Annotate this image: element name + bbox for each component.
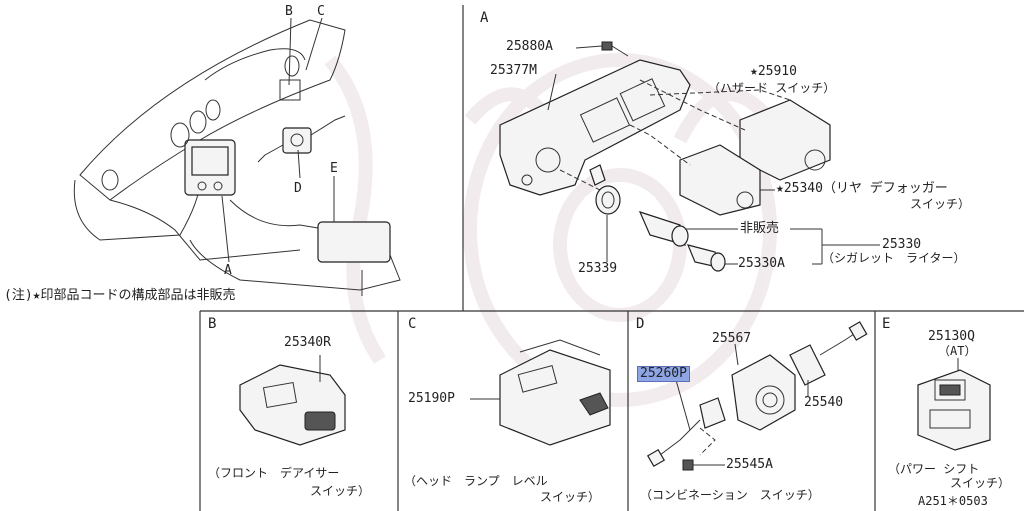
overview-label-a: A xyxy=(224,263,232,278)
panel-e-part xyxy=(917,358,991,451)
overview-label-e: E xyxy=(330,161,338,176)
part-25910-desc: （ハザード スイッチ） xyxy=(708,81,836,95)
part-25545a: 25545A xyxy=(726,457,773,472)
panel-d-letter: D xyxy=(636,316,645,332)
panel-b-letter: B xyxy=(208,316,217,332)
part-25340-desc: スイッチ） xyxy=(910,197,971,211)
panel-c-desc-1: （ヘッド ランプ レベル xyxy=(404,474,548,488)
panel-b-desc-1: （フロント デアイサー xyxy=(208,466,340,480)
part-25567: 25567 xyxy=(712,331,752,346)
part-25330: 25330 xyxy=(882,237,922,252)
panel-c-part xyxy=(470,339,611,446)
part-25330a: 25330A xyxy=(738,256,785,271)
overview-label-c: C xyxy=(317,4,325,19)
part-25130q: 25130Q xyxy=(928,329,975,344)
figure-code: A251＊0503 xyxy=(918,494,988,508)
footnote: (注)★印部品コードの構成部品は非販売 xyxy=(4,288,236,303)
panel-c-letter: C xyxy=(408,316,417,332)
overview-label-d: D xyxy=(294,181,302,196)
part-25260p-highlighted[interactable]: 25260P xyxy=(637,366,690,382)
panel-e-desc-1: （パワー シフト xyxy=(888,462,980,476)
part-25340r: 25340R xyxy=(284,335,331,350)
part-25340: ★25340（リヤ デフォッガー xyxy=(776,181,948,196)
panel-e-letter: E xyxy=(882,316,891,332)
part-25330-desc: （シガレット ライター） xyxy=(822,251,966,265)
panel-c-desc-2: スイッチ） xyxy=(540,490,601,504)
panel-d-desc: （コンビネーション スイッチ） xyxy=(640,488,820,502)
panel-d-parts xyxy=(646,321,868,471)
not-sold-label: 非販売 xyxy=(740,221,780,236)
panel-b-part xyxy=(239,355,346,446)
overview-label-b: B xyxy=(285,4,293,19)
dashboard-illustration xyxy=(73,17,401,296)
part-25130q-sub: （AT） xyxy=(938,344,977,358)
part-25190p: 25190P xyxy=(408,391,455,406)
part-25540: 25540 xyxy=(804,395,844,410)
part-25339: 25339 xyxy=(578,261,618,276)
panel-a-parts xyxy=(499,41,880,272)
part-25910: ★25910 xyxy=(750,64,797,79)
panel-e-desc-2: スイッチ） xyxy=(950,476,1011,490)
watermark xyxy=(324,53,777,407)
part-25880a: 25880A xyxy=(506,39,553,54)
part-25377m: 25377M xyxy=(490,63,537,78)
panel-a-letter: A xyxy=(480,10,489,26)
panel-b-desc-2: スイッチ） xyxy=(310,484,371,498)
